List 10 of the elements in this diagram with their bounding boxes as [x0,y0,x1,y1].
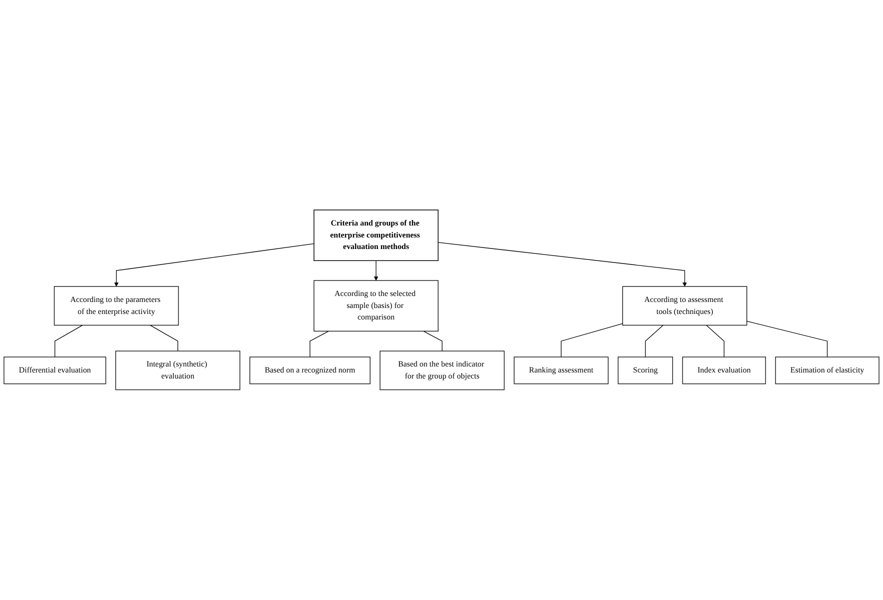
arrow [374,260,378,281]
connector [423,330,442,352]
connector [150,325,178,352]
connector [560,323,623,358]
connector [645,325,664,358]
arrow [438,242,687,287]
connector [54,325,83,358]
connector [746,321,828,358]
connector [706,325,724,358]
arrow [114,244,314,287]
